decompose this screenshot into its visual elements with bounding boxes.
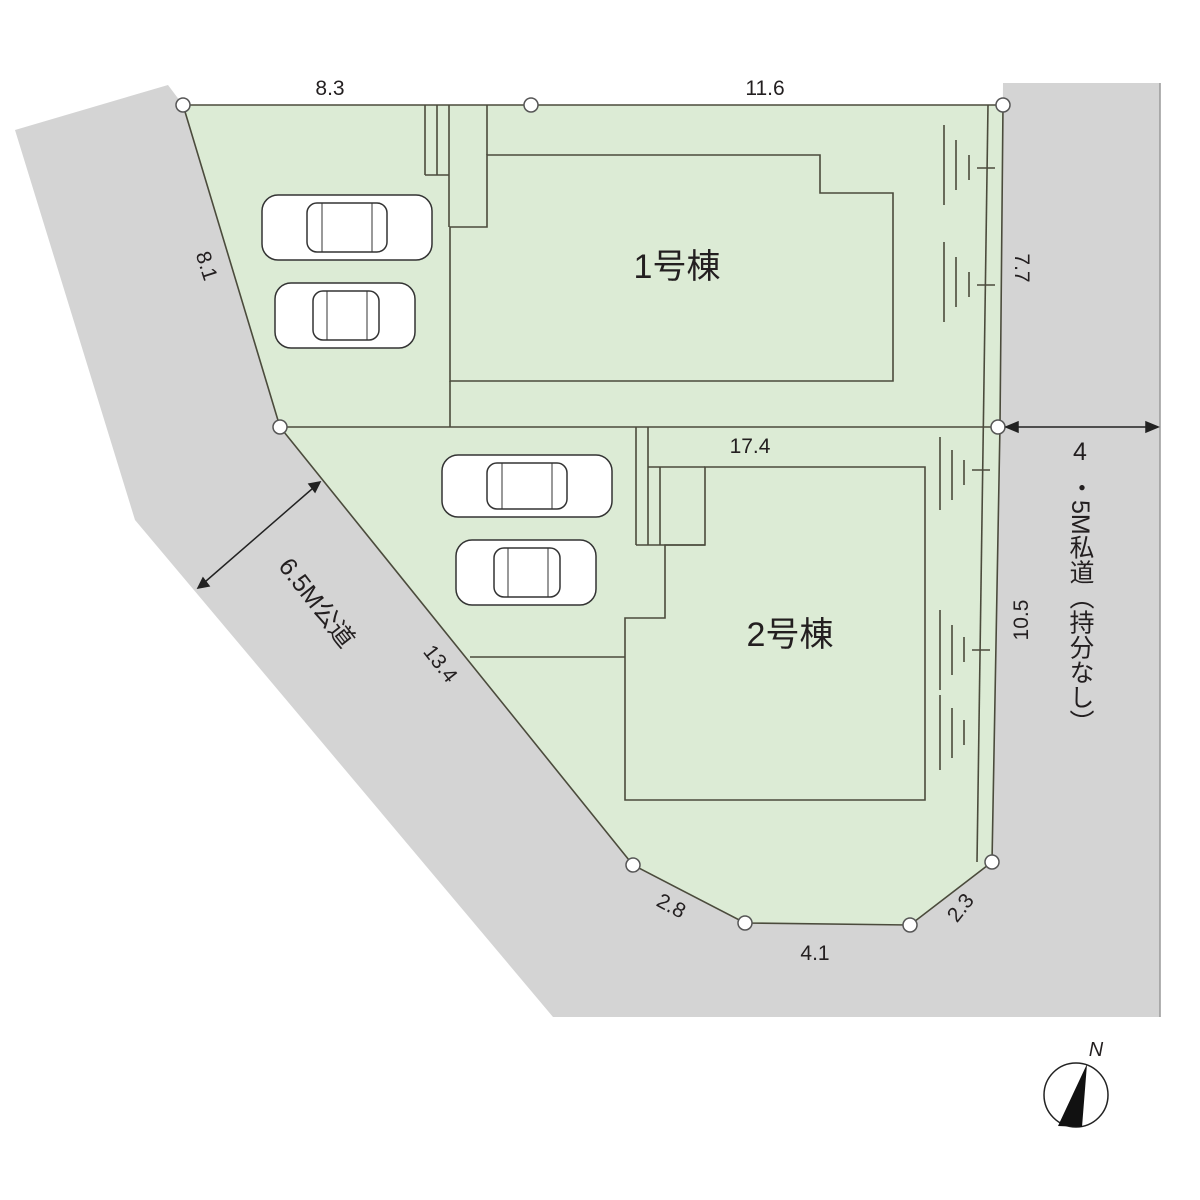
dim-right-upper: 7.7	[1010, 253, 1033, 282]
outdoor-unit-marks-1	[943, 125, 995, 322]
north-label: N	[1089, 1039, 1104, 1061]
building-1-label: 1号棟	[634, 248, 721, 286]
boundary-inner-line	[976, 104, 989, 863]
car-2	[274, 282, 416, 349]
dim-divider: 17.4	[730, 435, 771, 458]
dim-bottom-b: 4.1	[800, 942, 829, 965]
north-compass-icon	[1043, 1062, 1109, 1128]
outdoor-unit-marks-2	[939, 437, 990, 770]
car-3	[441, 454, 613, 518]
dim-top-left: 8.3	[315, 77, 344, 100]
entry-steps-2	[635, 427, 705, 546]
boundary-points	[175, 97, 1011, 933]
private-road-width: 4	[1073, 438, 1087, 466]
dim-right-lower: 10.5	[1010, 600, 1033, 641]
car-1	[261, 194, 433, 261]
entry-steps-1	[424, 105, 450, 227]
dim-top-right: 11.6	[745, 77, 784, 100]
road-width-arrow	[1004, 420, 1160, 434]
road-area	[15, 83, 1160, 1017]
public-road-width-arrow	[196, 480, 322, 590]
car-4	[455, 539, 597, 606]
private-road-label: ・5M私道（持分なし）	[1066, 475, 1095, 735]
building-2-label: 2号棟	[747, 616, 834, 654]
building-1	[449, 154, 894, 382]
